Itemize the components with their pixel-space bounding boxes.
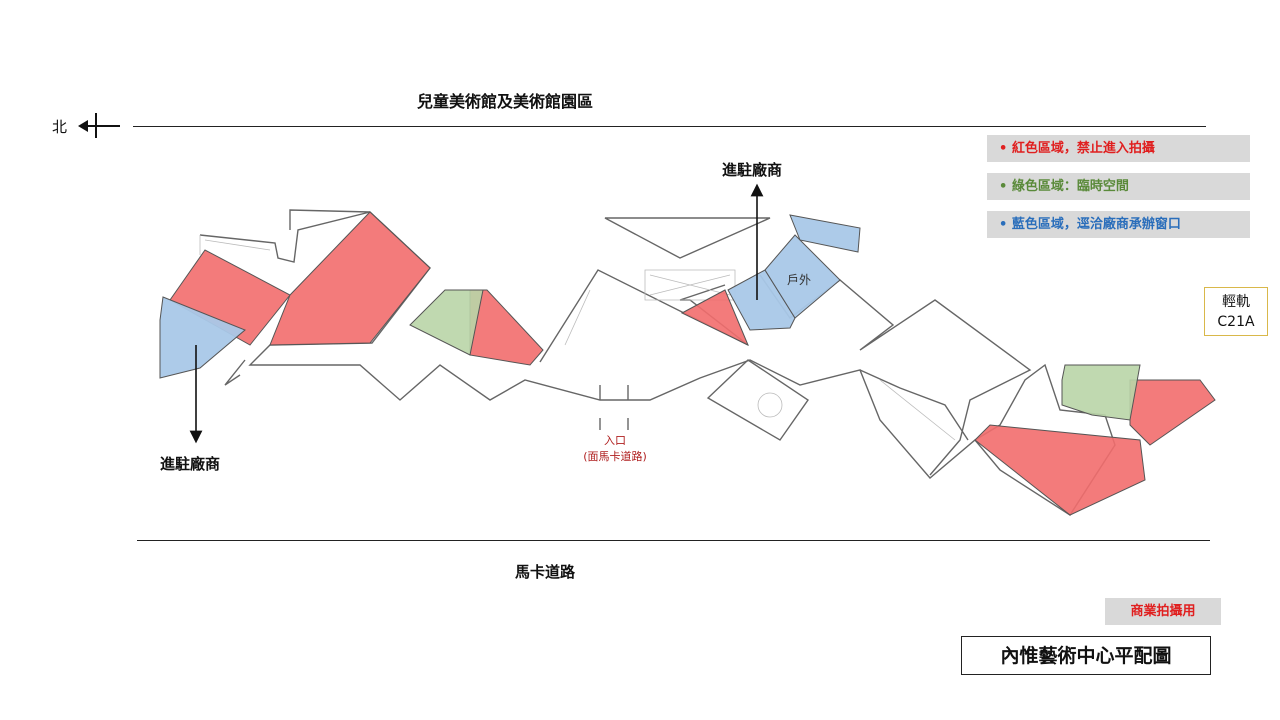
rail-label: 輕軌 (1222, 294, 1250, 310)
museum-park-label: 兒童美術館及美術館園區 (416, 92, 593, 111)
red-zone-east-lower (974, 424, 1146, 516)
legend-red-zone: • 紅色區域，禁止進入拍攝 (987, 135, 1250, 162)
green-zone-west (409, 289, 484, 356)
legend-green-zone: • 綠色區域：臨時空間 (987, 173, 1250, 200)
blue-zone-outdoor-north (789, 214, 861, 253)
road-label: 馬卡道路 (514, 563, 575, 581)
green-zone-east (1061, 364, 1141, 421)
vendor-label-left: 進駐廠商 (160, 455, 221, 473)
red-zone-theater-main (269, 211, 431, 346)
entrance-label: 入口 (面馬卡道路) (560, 433, 670, 465)
red-zone-center (680, 289, 749, 347)
top-boundary-line (133, 126, 1206, 127)
light-rail-station-box: 輕軌 C21A (1204, 287, 1268, 336)
red-zone-east-upper (1129, 379, 1216, 446)
red-zones (169, 211, 1216, 516)
legend-blue-zone: • 藍色區域，逕洽廠商承辦窗口 (987, 211, 1250, 238)
commercial-shoot-badge: 商業拍攝用 (1105, 598, 1221, 625)
north-arrow-icon (78, 113, 120, 138)
plan-title: 內惟藝術中心平配圖 (961, 636, 1211, 675)
outdoor-label: 戶外 (787, 273, 812, 287)
blue-zone-top-vendor (727, 269, 796, 331)
blue-zone-outdoor (764, 234, 841, 319)
blue-zone-west-vendor (159, 296, 246, 379)
north-label: 北 (52, 118, 68, 136)
entrance-subtitle: (面馬卡道路) (583, 450, 647, 463)
blue-zones (159, 214, 861, 379)
vendor-label-top: 進駐廠商 (722, 161, 783, 179)
building-outline (199, 209, 1116, 516)
rail-station-code: C21A (1217, 314, 1255, 330)
bottom-boundary-line (137, 540, 1210, 541)
entrance-title: 入口 (604, 434, 626, 447)
green-zones (409, 289, 1141, 421)
